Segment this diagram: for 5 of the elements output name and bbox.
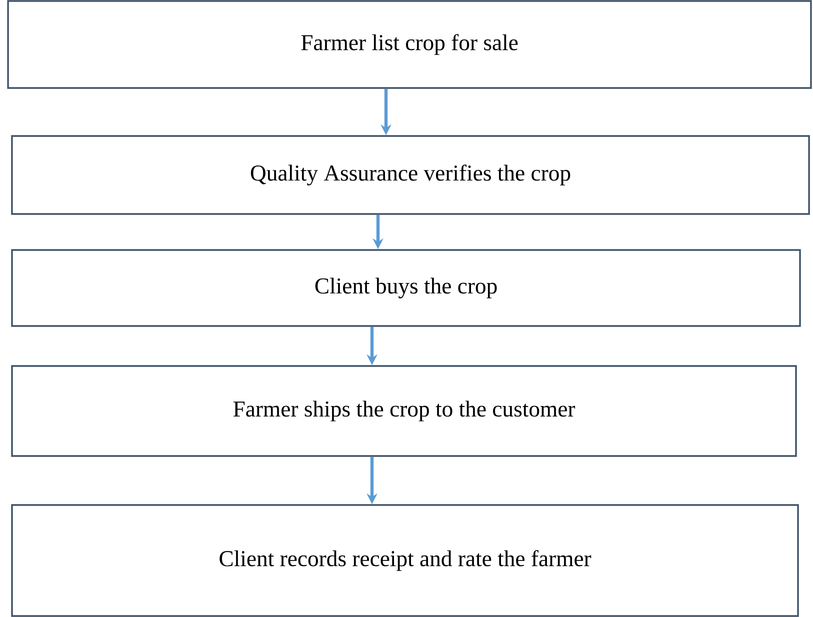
process-box: Client records receipt and rate the farmer <box>11 504 799 617</box>
process-box: Farmer list crop for sale <box>7 0 812 89</box>
process-box: Quality Assurance verifies the crop <box>11 135 810 215</box>
process-box: Farmer ships the crop to the customer <box>11 365 797 457</box>
process-box: Client buys the crop <box>11 249 801 327</box>
